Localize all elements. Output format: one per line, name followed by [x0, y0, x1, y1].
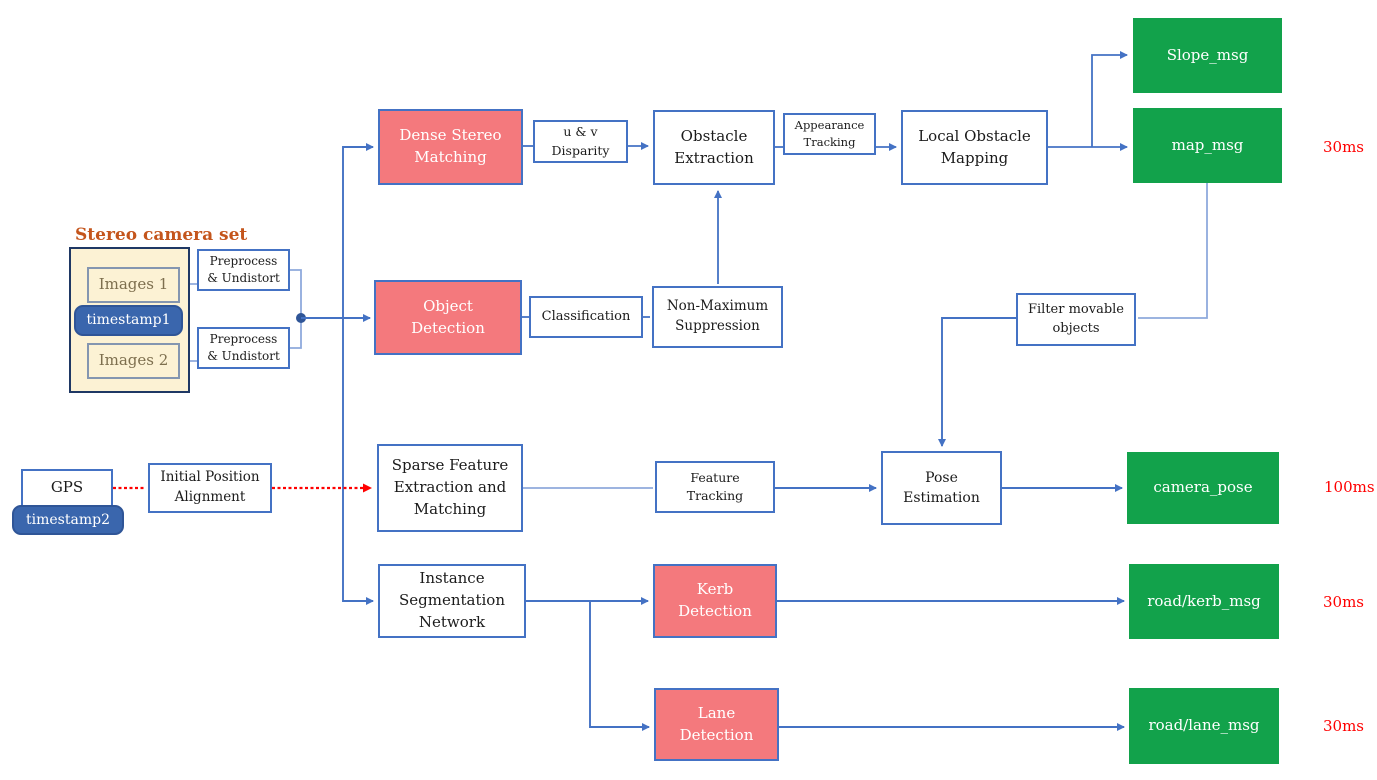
edge-preprocess1-junction — [290, 269, 302, 314]
edge-isn-lane — [589, 601, 650, 731]
timing-road-lane-msg: 30ms — [1323, 717, 1365, 735]
stereo-camera-set-title: Stereo camera set — [75, 225, 248, 245]
node-road-lane-msg: road/lane_msg — [1129, 688, 1279, 764]
node-obstacle-extraction: Obstacle Extraction — [653, 110, 775, 185]
node-classification: Classification — [529, 296, 643, 338]
edge-trunk-densestereo — [342, 143, 374, 318]
node-slope-msg: Slope_msg — [1133, 18, 1282, 93]
timing-camera-pose: 100ms — [1324, 478, 1375, 496]
node-timestamp1: timestamp1 — [74, 305, 183, 336]
node-lane-detection: Lane Detection — [654, 688, 779, 761]
node-appearance-tracking: Appearance Tracking — [783, 113, 876, 155]
node-kerb-detection: Kerb Detection — [653, 564, 777, 638]
node-road-kerb-msg: road/kerb_msg — [1129, 564, 1279, 639]
node-images-1: Images 1 — [87, 267, 180, 303]
node-non-maximum-suppression: Non-Maximum Suppression — [652, 286, 783, 348]
node-gps: GPS — [21, 469, 113, 507]
edge-filter-pose — [938, 317, 1016, 447]
timing-map-msg: 30ms — [1323, 138, 1365, 156]
timing-road-kerb-msg: 30ms — [1323, 593, 1365, 611]
node-map-msg: map_msg — [1133, 108, 1282, 183]
node-object-detection: Object Detection — [374, 280, 522, 355]
node-timestamp2: timestamp2 — [12, 505, 124, 535]
node-local-obstacle-mapping: Local Obstacle Mapping — [901, 110, 1048, 185]
edge-mapmsg-filter — [1138, 183, 1208, 319]
edge-trunk-instanceseg — [342, 318, 374, 605]
node-initial-position-alignment: Initial Position Alignment — [148, 463, 272, 513]
node-dense-stereo-matching: Dense Stereo Matching — [378, 109, 523, 185]
node-uv-disparity: u & v Disparity — [533, 120, 628, 163]
node-preprocess-undistort-2: Preprocess & Undistort — [197, 327, 290, 369]
node-pose-estimation: Pose Estimation — [881, 451, 1002, 525]
node-preprocess-undistort-1: Preprocess & Undistort — [197, 249, 290, 291]
node-filter-movable-objects: Filter movable objects — [1016, 293, 1136, 346]
edge-preprocess2-junction — [290, 322, 302, 349]
node-instance-segmentation-network: Instance Segmentation Network — [378, 564, 526, 638]
node-camera-pose: camera_pose — [1127, 452, 1279, 524]
node-sparse-feature-extraction: Sparse Feature Extraction and Matching — [377, 444, 523, 532]
node-images-2: Images 2 — [87, 343, 180, 379]
node-feature-tracking: Feature Tracking — [655, 461, 775, 513]
edge-mapping-slopemsg — [1091, 51, 1128, 147]
